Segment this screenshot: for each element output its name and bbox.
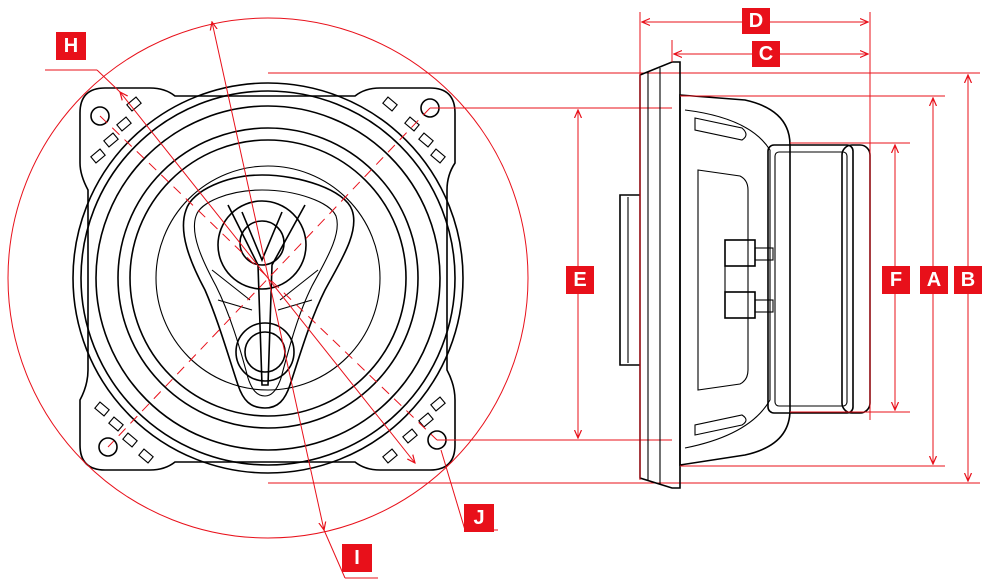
terminal-top-tab [754,247,774,261]
magnet-backplate [841,144,871,414]
magnet [767,144,854,414]
label-badge-F: F [882,266,910,294]
basket-inner-contour [684,109,771,449]
cutout-circle-I [7,17,529,539]
label-J-text: J [473,507,484,529]
label-badge-A: A [920,266,948,294]
side-construction-lines [639,12,968,481]
side-basket [679,94,791,466]
label-B-text: B [961,269,975,291]
label-badge-B: B [954,266,982,294]
label-badge-D: D [742,8,770,34]
side-view [619,61,871,489]
dimension-I-line [212,22,324,530]
dimension-I-leader [323,529,346,579]
basket-window-bottom [694,414,747,436]
dimension-J-leader [440,449,466,531]
label-A-text: A [927,269,941,291]
bridge-spoke-side-right [277,269,319,311]
mounting-hole-top-left [90,106,110,126]
tweeter-dome [244,331,286,373]
front-mounting-frame [79,87,456,471]
terminal-top [724,239,756,267]
terminal-bottom-tab [754,299,774,313]
label-badge-H: H [56,32,86,60]
label-badge-C: C [752,41,780,67]
label-E-text: E [573,269,586,291]
label-I-text: I [354,547,360,569]
midrange-ring [217,200,307,290]
label-D-text: D [749,10,763,32]
label-F-text: F [890,269,902,291]
label-badge-I: I [342,544,372,572]
terminals [724,239,774,319]
terminal-bottom [724,291,756,319]
basket-window-middle [697,169,749,391]
front-construction-lines [7,17,980,579]
dimension-H-leader-2 [96,69,121,93]
label-C-text: C [759,43,773,65]
grille-protrusion [619,194,640,366]
basket-window-top [694,117,747,141]
label-H-text: H [64,35,78,57]
magnet-inner [774,151,848,407]
label-badge-J: J [464,504,494,532]
label-badge-E: E [566,266,594,294]
mounting-hole-bottom-left [98,437,118,457]
